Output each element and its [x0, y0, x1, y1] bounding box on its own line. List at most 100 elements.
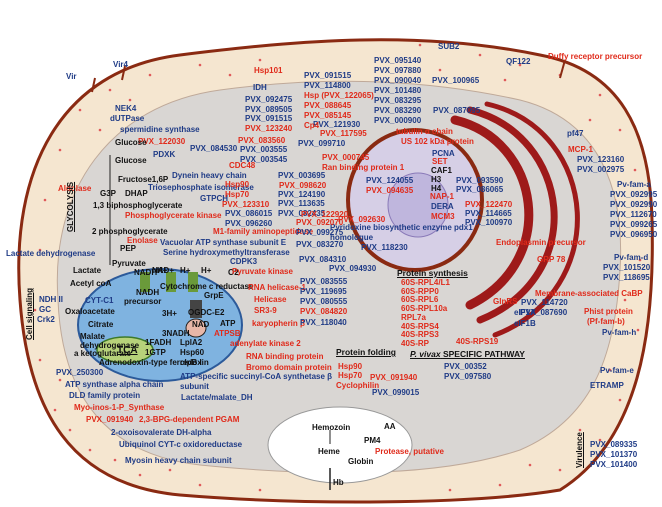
label-h3: 3H+ — [162, 309, 177, 318]
label-homologue: homologue — [330, 233, 374, 242]
pvx-blue-id: PVX_118695 — [603, 273, 650, 282]
pvx-blue-id: PVX_101400 — [590, 460, 638, 469]
label-nap1: NAP-1 — [430, 192, 455, 201]
label-endoplasmin: Endoplasmin precursor — [496, 238, 586, 247]
label-sub2: SUB2 — [438, 42, 460, 51]
pvx-blue-id: PVX_097580 — [444, 372, 492, 381]
label-karyopherin: karyopherin β — [252, 319, 305, 328]
label-protease: Protease, putative — [375, 447, 444, 456]
pvx-red-id: PVX_092630 — [338, 215, 386, 224]
rbc-dots — [33, 43, 642, 492]
pvx-blue-id: PVX_080555 — [300, 297, 348, 306]
pvx-blue-id: PVX_093590 — [456, 176, 504, 185]
pvx-blue-id: PVX_087690 — [520, 308, 568, 317]
label-pvfam-e: Pv-fam-e — [600, 366, 634, 375]
pvx-blue-id: PVX_003555 — [240, 145, 288, 154]
pvx-red-id: PVX_092070 — [296, 218, 344, 227]
label-hsp90: Hsp90 — [225, 180, 250, 189]
label-pm4: PM4 — [364, 436, 381, 445]
malate-line1: Malate — [80, 332, 105, 341]
rp-item: 40S-RP — [401, 338, 430, 348]
label-lpla2: LplA2 — [180, 338, 203, 347]
pvx-red-id: PVX_085145 — [304, 111, 352, 120]
label-duffy: Duffy receptor precursor — [548, 52, 643, 61]
pvx-red-id: PVX_088645 — [304, 101, 352, 110]
endoplasmic-reticulum — [450, 101, 580, 338]
pvx-blue-id: PVX_112670 — [610, 210, 657, 219]
pvx-red-id: PVX_122470 — [465, 200, 513, 209]
label-nadplus: NAD+ — [152, 266, 175, 275]
pvx-blue-id: PVX_101520 — [603, 263, 651, 272]
label-pf47: pf47 — [567, 129, 584, 138]
pvx-blue-id: PVX_096260 — [225, 219, 273, 228]
label-dutpase: dUTPase — [110, 114, 145, 123]
label-g3p: G3P — [100, 189, 117, 198]
pvx-blue-id: PVX_00352 — [444, 362, 487, 371]
label-heme: Heme — [318, 447, 340, 456]
label-helicase: Helicase — [254, 295, 287, 304]
pvx-blue-id: PVX_092995 — [610, 190, 658, 199]
pvx-blue-id: PVX_087095 — [433, 106, 481, 115]
tca-cycle — [96, 336, 154, 364]
label-cdc48: CDC48 — [229, 161, 256, 170]
label-dynein: Dynein heavy chain — [172, 171, 247, 180]
pvx-blue-id: PVX_091515 — [245, 114, 293, 123]
label-ldh: Lactate dehydrogenase — [6, 249, 96, 258]
label-mcm3: MCM3 — [431, 212, 455, 221]
rp-list: 60S-RPL4/L1 60S-RPP0 60S-RPL6 60S-RPL10a… — [401, 278, 450, 349]
pvx-blue-id: PVX_118230 — [361, 243, 408, 252]
label-citrate: Citrate — [88, 320, 114, 329]
label-pgk: Phosphoglycerate kinase — [125, 211, 222, 220]
label-dhap: DHAP — [125, 189, 148, 198]
rp-item: 60S-RPP0 — [401, 286, 439, 296]
pvx-blue-id: PVX_095140 — [374, 56, 422, 65]
label-hemozoin: Hemozoin — [312, 423, 351, 432]
label-aldolase: Aldolase — [58, 184, 92, 193]
label-oxaloacetate: Oxaloacetate — [65, 307, 115, 316]
label-serine: Serine hydroxymethyltransferase — [163, 248, 290, 257]
label-eif1b: eIF1B — [514, 319, 536, 328]
label-nadh-dh: NADH — [136, 288, 160, 297]
label-clpb: clpB I — [180, 358, 202, 367]
label-pep: PEP — [120, 244, 137, 253]
label-grpe: GrpE — [204, 291, 224, 300]
pvx-blue-id: PVX_083290 — [374, 106, 422, 115]
pvx-blue-id: PVX_083555 — [300, 277, 348, 286]
pvx-blue-id: PVX_099275 — [296, 228, 344, 237]
label-protein-synthesis: Protein synthesis — [397, 268, 468, 278]
pvx-blue-id: PVX_099265 — [610, 220, 658, 229]
pvx-red-id: PVX_123240 — [245, 124, 293, 133]
label-atpsb: ATPSB — [214, 329, 241, 338]
label-bromo: Bromo domain protein — [246, 363, 332, 372]
pvx-blue-id: PVX_091515 — [304, 71, 352, 80]
label-glucose2: Glucose — [115, 156, 147, 165]
label-myo-inos: Myo-inos-1-P_Synthase — [74, 403, 165, 412]
rp-item: RPL7a — [401, 312, 426, 322]
pvx-blue-id: PVX_090040 — [374, 76, 422, 85]
label-pvx250300: PVX_250300 — [56, 368, 104, 377]
label-pyruvate-kinase: Pyruvate kinase — [232, 267, 293, 276]
label-crk2: Crk2 — [37, 315, 55, 324]
label-spermidine: spermidine synthase — [120, 125, 200, 134]
label-lactate-malate: Lactate/malate_DH — [181, 393, 253, 402]
nucleolus — [387, 172, 449, 238]
label-akg: a ketoglutarate — [74, 349, 131, 358]
label-glnrs: GlnRS — [493, 297, 518, 306]
label-globin: Globin — [348, 457, 374, 466]
label-ndh2: NDH II — [39, 295, 63, 304]
label-nadh: NADH — [134, 268, 158, 277]
label-caf1: CAF1 — [431, 166, 452, 175]
pvx-blue-id: PVX_097880 — [374, 66, 422, 75]
label-rna-helicase: RNA helicase-1 — [248, 283, 306, 292]
label-cell-signaling: Cell signaling — [25, 287, 34, 340]
pvx-blue-id: PVX_124190 — [278, 190, 326, 199]
complex-3 — [188, 272, 198, 292]
label-fructose: Fructose1,6P — [118, 175, 169, 184]
label-idh: IDH — [253, 83, 267, 92]
label-acetylcoa: Acetyl coA — [70, 279, 112, 288]
pvx-blue-id: PVX_101370 — [590, 450, 638, 459]
rp-item: 60S-RPL6 — [401, 295, 439, 305]
label-hsp70b: Hsp70 — [338, 371, 363, 380]
label-ubiq: Ubiquinol CYT-c oxidoreductase — [119, 440, 243, 449]
label-h4: H4 — [431, 184, 442, 193]
